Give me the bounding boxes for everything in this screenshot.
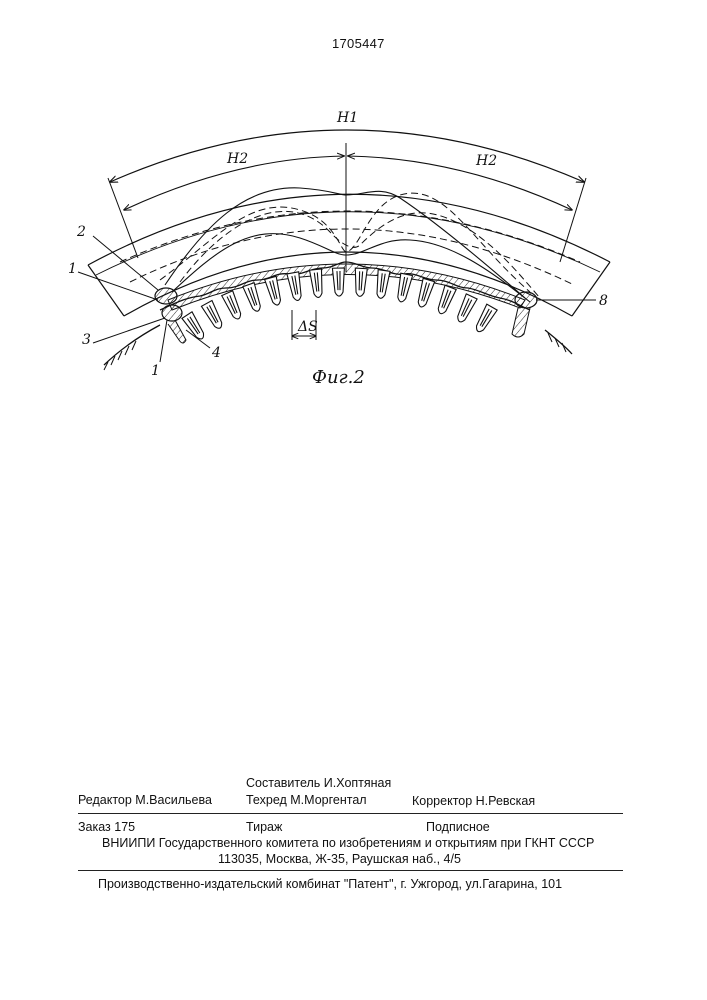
callout-8: 8	[599, 293, 608, 309]
imprint-compiler: Составитель И.Хоптяная	[246, 776, 391, 790]
tooth	[201, 301, 225, 331]
imprint-circulation: Тираж	[246, 820, 282, 834]
imprint-publisher: Производственно-издательский комбинат "П…	[98, 877, 562, 891]
technical-drawing: H1 H2 H2	[0, 0, 707, 420]
callout-1-lower: 1	[151, 363, 160, 379]
imprint-subscription: Подписное	[426, 820, 490, 834]
tooth	[473, 304, 497, 334]
figure-caption: Фиг.2	[312, 367, 365, 388]
tooth	[435, 285, 456, 315]
tooth	[182, 312, 207, 342]
base-hatching	[104, 333, 566, 370]
imprint-rule-top	[78, 813, 623, 814]
roller-right	[512, 292, 537, 337]
callout-2: 2	[76, 224, 86, 240]
imprint-institute: ВНИИПИ Государственного комитета по изоб…	[102, 836, 594, 850]
tooth	[454, 294, 477, 324]
imprint-order: Заказ 175	[78, 820, 135, 834]
callout-1-upper: 1	[68, 261, 77, 277]
imprint-rule-bottom	[78, 870, 623, 871]
dimension-h1	[108, 130, 586, 262]
callout-4: 4	[211, 345, 221, 361]
callout-3: 3	[82, 332, 91, 348]
label-h1: H1	[336, 110, 358, 126]
label-delta-s: ΔS	[297, 319, 318, 335]
imprint-address: 113035, Москва, Ж-35, Раушская наб., 4/5	[218, 852, 461, 866]
dashed-curves	[120, 193, 580, 298]
imprint-block: Составитель И.Хоптяная Редактор М.Василь…	[78, 776, 623, 916]
label-h2-right: H2	[475, 153, 497, 169]
label-h2-left: H2	[226, 151, 248, 167]
imprint-corrector: Корректор Н.Ревская	[412, 794, 535, 808]
tooth	[332, 268, 345, 296]
tooth	[265, 276, 284, 306]
dimension-h2	[124, 143, 572, 272]
tooth	[354, 268, 367, 297]
imprint-techred: Техред М.Моргентал	[246, 793, 367, 807]
tooth	[415, 278, 434, 308]
tooth	[222, 291, 244, 321]
tooth	[243, 283, 264, 313]
imprint-editor: Редактор М.Васильева	[78, 793, 212, 807]
